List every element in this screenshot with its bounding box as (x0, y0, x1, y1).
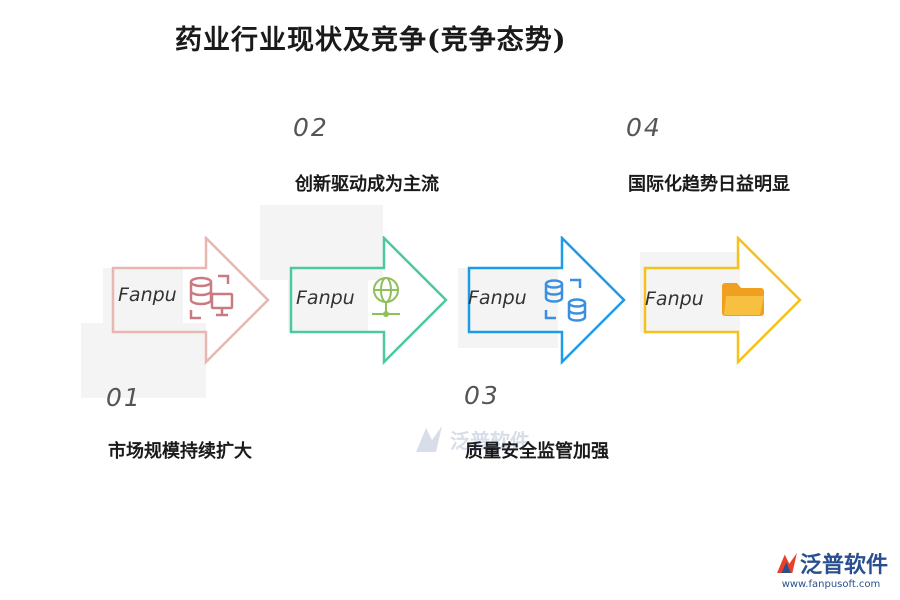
step-1-badge: Fanpu (118, 284, 177, 306)
brand-url[interactable]: www.fanpusoft.com (781, 579, 881, 590)
bg-block (81, 323, 206, 398)
step-2-arrow (289, 236, 448, 366)
step-2-number: 02 (293, 113, 329, 142)
step-4-label: 国际化趋势日益明显 (628, 174, 790, 195)
step-2-badge: Fanpu (296, 287, 355, 309)
bg-block (288, 270, 368, 332)
watermark-logo-icon (416, 426, 442, 452)
bg-block (103, 268, 183, 328)
step-4-arrow (643, 236, 802, 366)
step-2-label: 创新驱动成为主流 (295, 174, 439, 195)
step-4-badge: Fanpu (645, 288, 704, 310)
step-1-arrow (111, 236, 270, 366)
brand-name: 泛普软件 (799, 553, 888, 578)
step-3-label: 质量安全监管加强 (465, 441, 609, 462)
watermark: 泛普软件 (412, 422, 530, 456)
brand-logo: 泛普软件 www.fanpusoft.com (774, 547, 888, 590)
globe-network-icon (372, 277, 400, 317)
page-title: 药业行业现状及竞争(竞争态势) (175, 25, 567, 56)
folder-icon (722, 283, 764, 316)
step-3-badge: Fanpu (468, 287, 527, 309)
database-monitor-icon (189, 274, 234, 320)
brand-logo-icon (777, 553, 797, 573)
step-4-number: 04 (626, 113, 662, 142)
bg-block (458, 268, 558, 348)
step-3-arrow (467, 236, 626, 366)
step-3-number: 03 (464, 381, 500, 410)
step-1-label: 市场规模持续扩大 (108, 441, 252, 462)
watermark-text: 泛普软件 (450, 428, 530, 453)
database-sync-icon (544, 278, 587, 322)
step-1-number: 01 (106, 383, 142, 412)
